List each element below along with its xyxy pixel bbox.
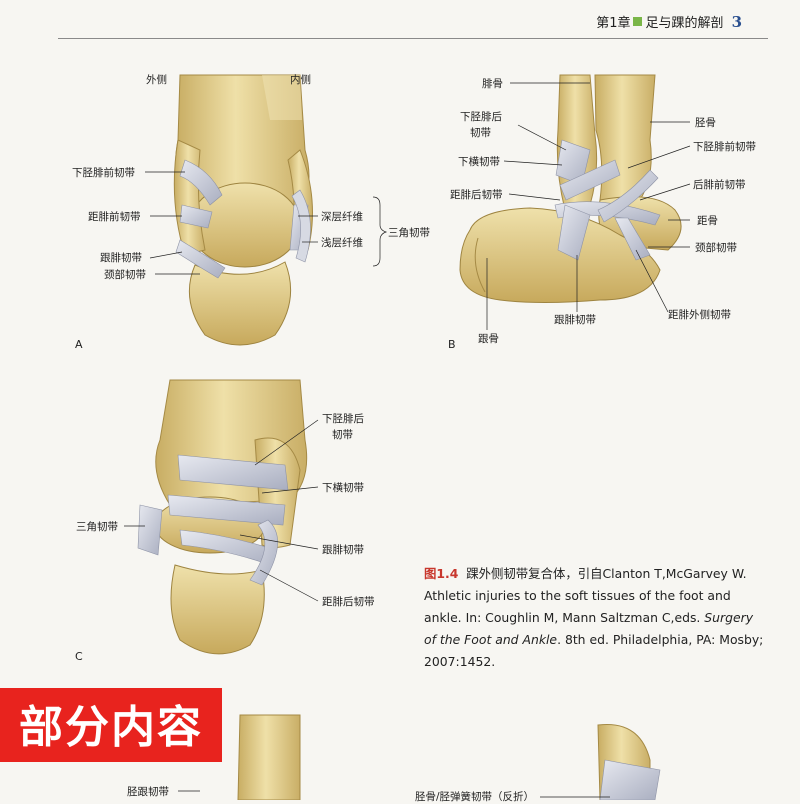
bottom-partial-illustrations	[178, 714, 661, 800]
bottom-retinaculum-label: 胫骨/胫弹簧韧带（反折）	[415, 791, 535, 803]
panel-c-pitfl-label-1: 下胫腓后	[322, 413, 364, 425]
panel-b-ptfl-label: 距腓后韧带	[450, 189, 503, 201]
panel-c-pitfl-label-2: 韧带	[332, 429, 353, 441]
caption-book-title: Surgery of the Foot and Ankle	[424, 610, 754, 647]
panel-a-lateral-label: 外侧	[146, 74, 167, 86]
chapter-label: 第1章	[596, 16, 631, 31]
panel-b-ptfl2-label: 后腓前韧带	[693, 179, 746, 191]
caption-text-en-1: Clanton T,McGarvey W. Athletic injuries …	[424, 566, 747, 625]
caption-text-en-2: . 8th ed. Philadelphia, PA: Mosby; 2007:…	[424, 632, 764, 669]
panel-c-ptfl-label: 距腓后韧带	[322, 596, 375, 608]
panel-a-letter: A	[75, 338, 83, 351]
page-number: 3	[731, 13, 742, 31]
panel-c-cfl-label: 跟腓韧带	[322, 544, 364, 556]
panel-b-pitfl-label-1: 下胫腓后	[460, 111, 502, 123]
panel-b-pitfl-label-2: 韧带	[470, 127, 491, 139]
section-title: 足与踝的解剖	[645, 16, 724, 31]
panel-a-deltoid-label: 三角韧带	[388, 227, 430, 239]
caption-text-zh: 踝外侧韧带复合体，引自	[466, 566, 603, 581]
panel-b-cfl-label: 跟腓韧带	[554, 314, 596, 326]
running-head: 第1章足与踝的解剖 3	[596, 12, 742, 31]
panel-b-letter: B	[448, 338, 456, 351]
panel-a-deep-fibers-label: 深层纤维	[321, 211, 363, 223]
panel-b-lateral-talocalcaneal-label: 距腓外侧韧带	[668, 309, 731, 321]
panel-b-talus-label: 距骨	[697, 215, 718, 227]
panel-a-illustration	[145, 74, 388, 346]
panel-c-letter: C	[75, 650, 83, 663]
panel-a-aitfl-label: 下胫腓前韧带	[72, 167, 135, 179]
panel-a-atfl-label: 距腓前韧带	[88, 211, 141, 223]
badge-text: 部分内容	[19, 702, 203, 753]
panel-a-superficial-fibers-label: 浅层纤维	[321, 237, 363, 249]
panel-a-medial-label: 内侧	[290, 74, 311, 86]
header-rule	[58, 38, 768, 39]
section-marker-icon	[632, 17, 642, 26]
panel-b-calcaneus-label: 跟骨	[478, 333, 499, 345]
partial-content-badge: 部分内容	[0, 688, 222, 762]
panel-b-aitfl-label: 下胫腓前韧带	[693, 141, 756, 153]
panel-a-cfl-label: 跟腓韧带	[100, 252, 142, 264]
panel-b-tibia-label: 胫骨	[695, 117, 716, 129]
panel-c-transverse-label: 下横韧带	[322, 482, 364, 494]
figure-number: 图1.4	[424, 566, 459, 581]
panel-b-cervical-label: 颈部韧带	[695, 242, 737, 254]
panel-b-transverse-label: 下横韧带	[458, 156, 500, 168]
panel-b-fibula-label: 腓骨	[482, 78, 503, 90]
bottom-tibiocalcaneal-label: 胫跟韧带	[127, 786, 169, 798]
figure-caption: 图1.4 踝外侧韧带复合体，引自Clanton T,McGarvey W. At…	[424, 563, 768, 673]
panel-b-illustration	[459, 74, 691, 330]
panel-c-deltoid-label: 三角韧带	[76, 521, 118, 533]
panel-c-illustration	[124, 379, 319, 655]
panel-a-cervical-label: 颈部韧带	[104, 269, 146, 281]
